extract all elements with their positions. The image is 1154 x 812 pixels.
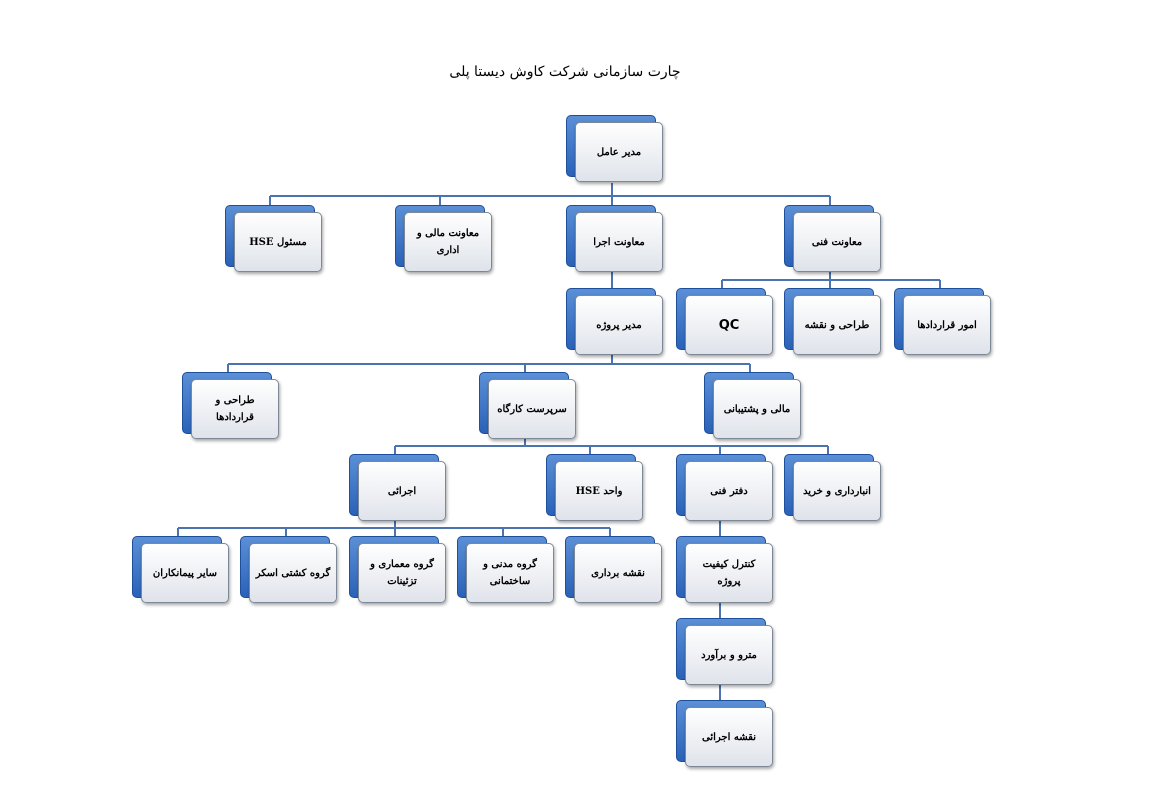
node-label: طراحی و قراردادها [215,395,255,423]
node-label: معاونت فنی [811,236,863,248]
node-label: طراحی و نقشه [804,319,870,331]
node-label: واحد HSE [575,485,623,497]
node-label: معاونت اجرا [593,236,645,248]
node-quality-control: کنترل کیفیت پروژه [676,536,776,604]
node-deputy-finance: معاونت مالی و اداری [395,205,495,273]
node-label: اجرائی [387,485,417,497]
node-other-contractors: سایر پیمانکاران [132,536,232,604]
page-title: چارت سازمانی شرکت کاوش دیستا پلی [449,64,681,80]
node-tech-office: دفتر فنی [676,454,776,522]
node-workshop-supervisor: سرپرست کارگاه [479,372,579,440]
node-deputy-exec: معاونت اجرا [566,205,666,273]
node-label: مترو و برآورد [701,649,757,661]
node-project-manager: مدیر پروژه [566,288,666,356]
node-label: دفتر فنی [710,485,748,497]
node-hse-unit: واحد HSE [546,454,646,522]
node-label: نقشه اجرائی [702,731,756,743]
node-execution: اجرائی [349,454,449,522]
node-label: امور قراردادها [917,319,977,331]
node-label: سرپرست کارگاه [497,403,567,415]
node-qc: QC [676,288,776,356]
node-label: مدیر پروژه [596,319,642,331]
node-label: نقشه برداری [591,567,645,579]
node-label: گروه کشتی اسکر [255,567,331,579]
node-label: سایر پیمانکاران [152,567,218,579]
node-metering: مترو و برآورد [676,618,776,686]
node-label: گروه مدنی و ساختمانی [483,559,537,587]
node-hse-officer: مسئول HSE [225,205,325,273]
node-finance-support: مالی و پشتیبانی [704,372,804,440]
node-label: معاونت مالی و اداری [416,228,480,256]
node-label: انبارداری و خرید [803,485,871,497]
node-design-contracts: طراحی و قراردادها [182,372,282,440]
node-warehouse: انبارداری و خرید [784,454,884,522]
node-label: QC [718,317,740,333]
node-executive-map: نقشه اجرائی [676,700,776,768]
node-surveying: نقشه برداری [565,536,665,604]
node-civil-team: گروه مدنی و ساختمانی [457,536,557,604]
node-label: گروه معماری و تزئینات [370,559,434,587]
node-label: کنترل کیفیت پروژه [702,559,756,587]
node-label: مدیر عامل [596,146,642,158]
node-deputy-tech: معاونت فنی [784,205,884,273]
node-design-mapping: طراحی و نقشه [784,288,884,356]
node-label: مالی و پشتیبانی [723,403,791,415]
node-hvac-team: گروه معماری و تزئینات [349,536,449,604]
node-label: مسئول HSE [249,236,307,248]
node-contracts: امور قراردادها [894,288,994,356]
node-ceo: مدیر عامل [566,115,666,183]
node-drilling-team: گروه کشتی اسکر [240,536,340,604]
